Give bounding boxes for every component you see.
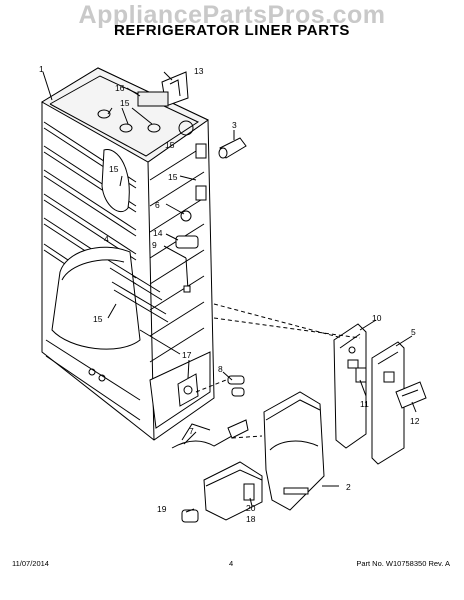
part-11-item: [355, 367, 367, 383]
part-7-harness: [171, 419, 249, 449]
callout-7: 7: [189, 426, 194, 436]
liner-body: [41, 67, 215, 441]
callout-15-top: 15: [120, 98, 130, 108]
callout-20: 20: [246, 503, 256, 513]
footer-part-number: Part No. W10758350 Rev. A: [356, 559, 450, 568]
callout-9: 9: [152, 240, 157, 250]
part-20-clip: [243, 483, 255, 501]
part-2-cover: [263, 391, 325, 511]
part-12-label: [395, 381, 427, 409]
callout-15-rear: 15: [109, 164, 119, 174]
callout-4: 4: [104, 234, 109, 244]
callout-numbers: 1 2 3 4 5 6 7 8 9 10 11 12 13 14 15 15 1…: [39, 64, 420, 524]
watermark: AppliancePartsPros.com: [78, 1, 386, 29]
callout-17: 17: [182, 350, 192, 360]
callout-3: 3: [232, 120, 237, 130]
callout-13: 13: [194, 66, 204, 76]
part-16-cover: [137, 91, 169, 107]
page-title: REFRIGERATOR LINER PARTS: [113, 22, 351, 39]
part-5-panel: [371, 341, 405, 465]
callout-1: 1: [39, 64, 44, 74]
callout-18: 18: [246, 514, 256, 524]
part-18-cover: [203, 461, 263, 521]
callout-11: 11: [360, 399, 369, 409]
wall-clips: [175, 143, 207, 293]
callout-8: 8: [218, 364, 223, 374]
part-3-shaft: [218, 137, 247, 159]
callout-12: 12: [410, 416, 420, 426]
callout-6: 6: [155, 200, 160, 210]
callout-10: 10: [372, 313, 382, 323]
part-8-connector: [227, 375, 245, 397]
callout-leaders: [42, 71, 417, 513]
callout-2: 2: [346, 482, 351, 492]
callout-15-shaft: 15: [165, 140, 175, 150]
callout-5: 5: [411, 327, 416, 337]
callout-15-lower: 15: [93, 314, 103, 324]
callout-19: 19: [157, 504, 167, 514]
callout-15-right: 15: [168, 172, 178, 182]
callout-14: 14: [153, 228, 163, 238]
part-19-part: [181, 509, 199, 523]
part-17-component: [177, 373, 199, 407]
part-10-panel: [333, 323, 367, 449]
dashed-leaders: [195, 303, 361, 439]
footer-page-number: 4: [229, 559, 234, 568]
footer-date: 11/07/2014: [12, 559, 49, 568]
callout-16: 16: [115, 83, 125, 93]
